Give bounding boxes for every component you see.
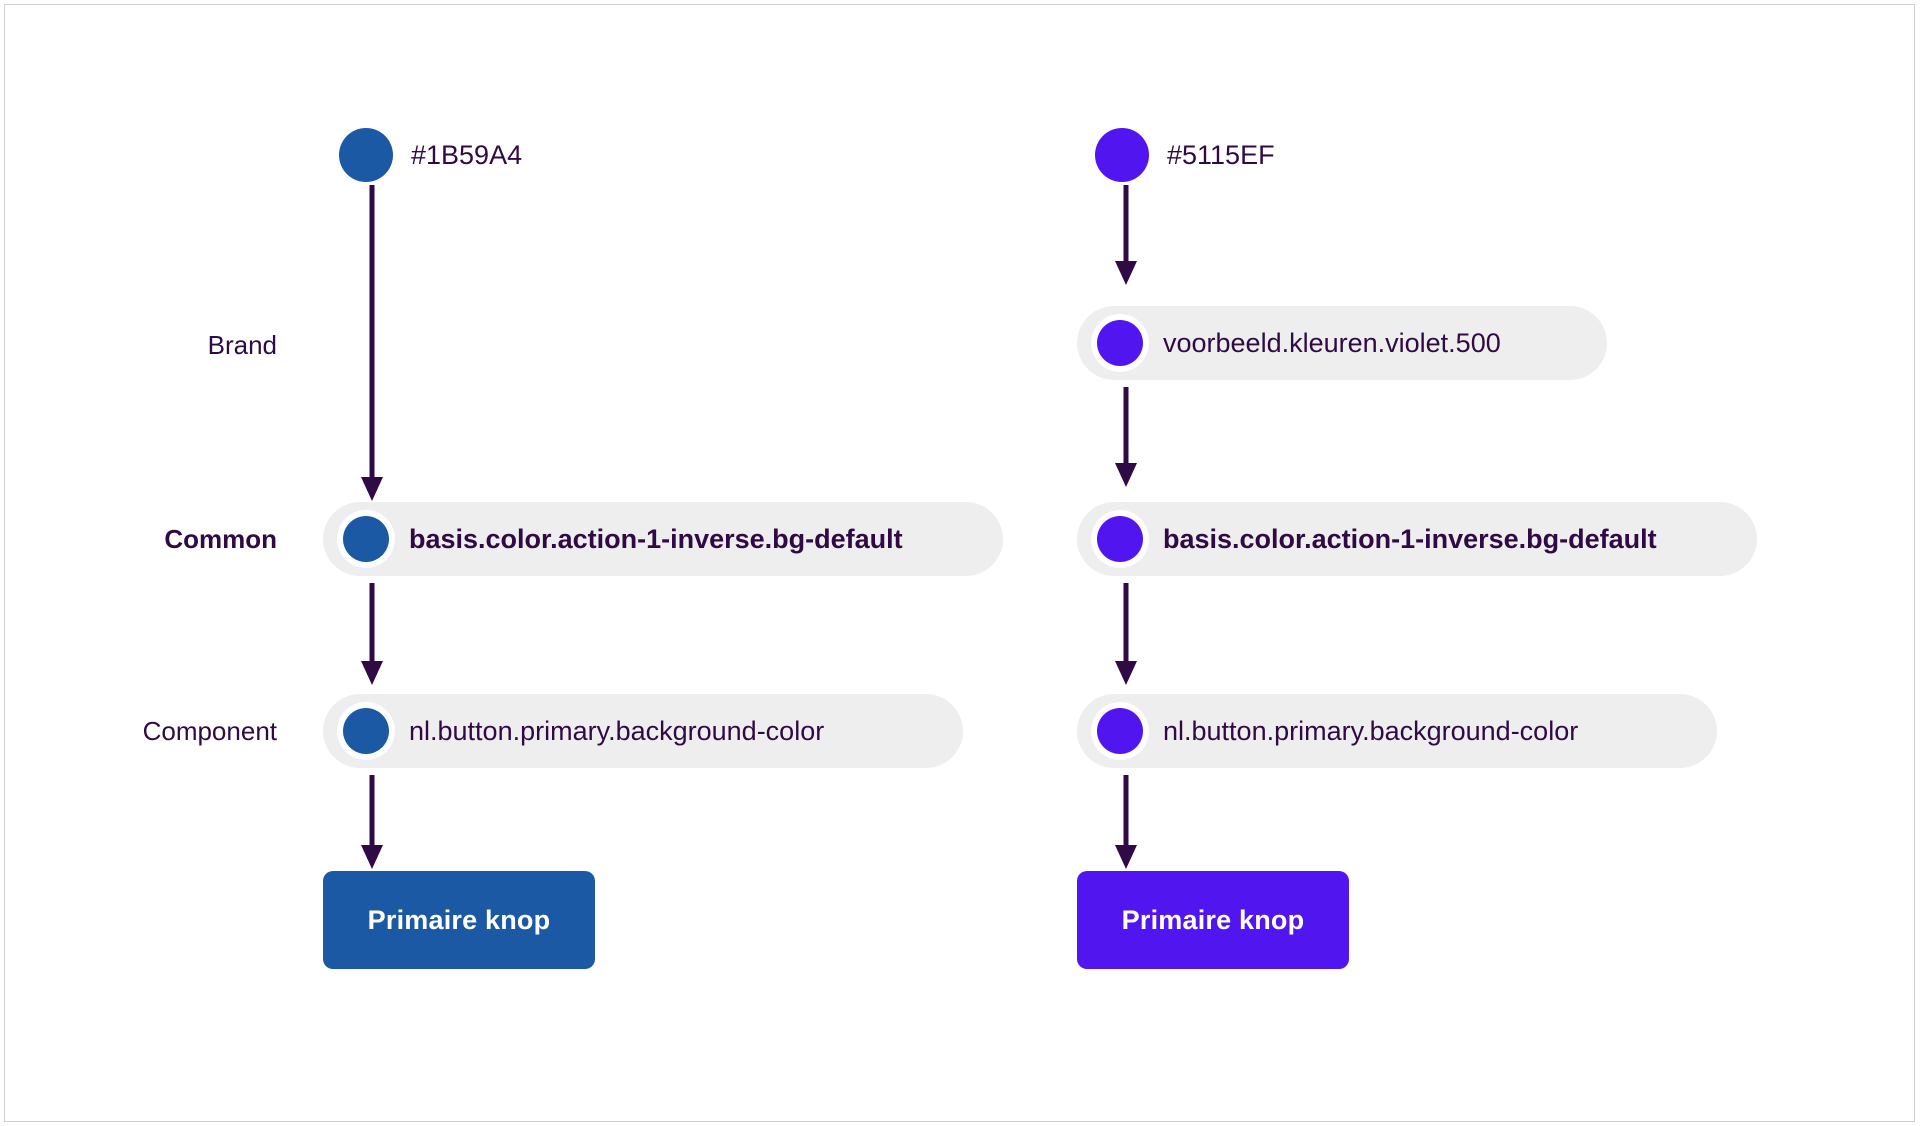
token-chip-component-violet[interactable]: nl.button.primary.background-color: [1077, 694, 1717, 768]
primary-button-blue[interactable]: Primaire knop: [323, 871, 595, 969]
swatch-ring: [337, 702, 395, 760]
arrow-violet-common-to-component: [1115, 583, 1137, 685]
color-dot-violet: [1097, 708, 1143, 754]
color-dot-blue: [343, 516, 389, 562]
token-name: basis.color.action-1-inverse.bg-default: [409, 523, 903, 554]
token-chip-brand-violet[interactable]: voorbeeld.kleuren.violet.500: [1077, 306, 1607, 380]
swatch-ring: [337, 510, 395, 568]
token-name: voorbeeld.kleuren.violet.500: [1163, 327, 1501, 358]
color-dot-violet: [1097, 320, 1143, 366]
swatch-ring: [1091, 510, 1149, 568]
color-dot-blue: [343, 708, 389, 754]
diagram-canvas: Brand Common Component #1B59A4 basis.col…: [4, 4, 1915, 1122]
color-dot-violet: [1095, 128, 1149, 182]
token-name: nl.button.primary.background-color: [409, 715, 825, 746]
arrow-blue-component-to-button: [361, 775, 383, 869]
token-name: basis.color.action-1-inverse.bg-default: [1163, 523, 1657, 554]
token-flow-diagram: Brand Common Component #1B59A4 basis.col…: [5, 5, 1914, 1121]
arrow-blue-hex-to-common: [361, 185, 383, 501]
primary-button-violet[interactable]: Primaire knop: [1077, 871, 1349, 969]
row-label-component: Component: [142, 716, 277, 746]
token-chip-component-blue[interactable]: nl.button.primary.background-color: [323, 694, 963, 768]
token-chip-common-violet[interactable]: basis.color.action-1-inverse.bg-default: [1077, 502, 1757, 576]
row-label-brand: Brand: [207, 330, 277, 360]
arrow-violet-component-to-button: [1115, 775, 1137, 869]
arrow-blue-common-to-component: [361, 583, 383, 685]
token-chip-common-blue[interactable]: basis.color.action-1-inverse.bg-default: [323, 502, 1003, 576]
row-label-common: Common: [164, 524, 277, 554]
swatch-ring: [1091, 314, 1149, 372]
arrow-violet-hex-to-brand: [1115, 185, 1137, 285]
token-name: nl.button.primary.background-color: [1163, 715, 1579, 746]
hex-value-blue: #1B59A4: [411, 139, 523, 170]
arrow-violet-brand-to-common: [1115, 387, 1137, 487]
hex-swatch-row-violet: #5115EF: [1095, 128, 1275, 182]
hex-value-violet: #5115EF: [1167, 139, 1275, 170]
color-dot-blue: [339, 128, 393, 182]
swatch-ring: [1091, 702, 1149, 760]
hex-swatch-row-blue: #1B59A4: [339, 128, 522, 182]
color-dot-violet: [1097, 516, 1143, 562]
